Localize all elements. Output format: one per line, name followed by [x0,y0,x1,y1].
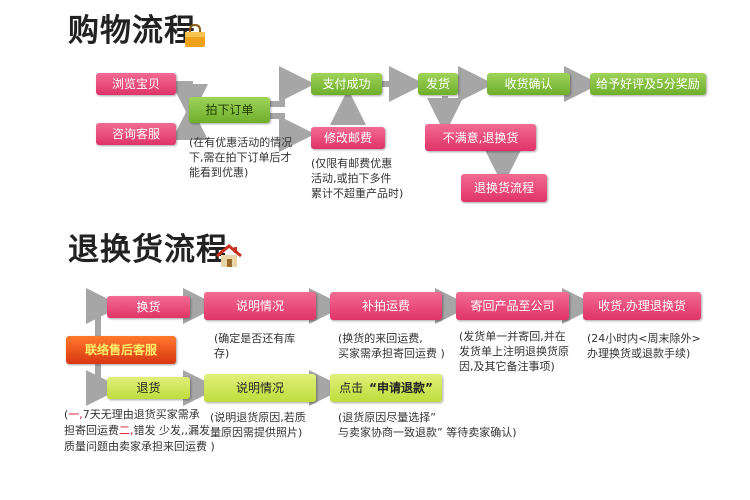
pay-shipping-note-line-2: 买家需承担寄回运费 ) [338,347,445,360]
browse-items-box: 浏览宝贝 [96,73,176,95]
unsatisfied-return-box: 不满意,退换货 [425,124,536,151]
explain-situation-box-1: 说明情况 [204,292,316,320]
receive-note-line-2: 办理换货或退款手续) [587,347,691,360]
refund-note: (一,7天无理由退货买家需承 担寄回运费二,错发 少发,,漏发 质量问题由卖家承… [64,407,215,455]
review-reward-box: 给予好评及5分奖励 [590,73,706,95]
shopping-bag-icon [185,24,205,47]
send-back-note-line-2: 发货单上注明退换货原 [459,345,569,358]
pay-shipping-note-line-1: (换货的来回运费, [338,332,423,345]
place-order-box: 拍下订单 [189,97,270,123]
explain1-note: (确定是否还有库 存) [214,331,295,361]
confirm-receipt-box: 收货确认 [487,73,570,95]
send-back-note-line-1: (发货单一并寄回,并在 [459,330,566,343]
explain1-note-line-2: 存) [214,347,230,360]
request-refund-note: (退货原因尽量选择” 与卖家协商一致退款” 等待卖家确认) [338,410,517,440]
postage-note-line-3: 累计不超重产品时) [311,187,404,200]
refund-note-num-2: 二, [119,424,134,437]
consult-service-box: 咨询客服 [96,123,176,145]
explain2-note: (说明退货原因,若质 量原因需提供照片) [210,410,306,440]
order-note-line-3: 能看到优惠) [189,166,249,179]
pay-shipping-box: 补拍运费 [330,292,442,320]
payment-success-box: 支付成功 [311,73,382,95]
order-note-line-2: 下,需在拍下订单后才 [189,151,292,164]
refund-note-text-2b: 错发 少发,,漏发 [133,424,211,437]
refund-note-num-1: 一, [68,408,83,421]
contact-aftersales-box: 联络售后客服 [66,336,176,364]
request-refund-box: 点击 “申请退款” [330,374,442,402]
postage-note: (仅限有邮费优惠 活动,或拍下多件 累计不超重产品时) [311,156,403,201]
ship-box: 发货 [418,73,458,95]
request-refund-prefix: 点击 [339,381,364,395]
request-refund-note-line-2: 与卖家协商一致退款” 等待卖家确认) [338,426,517,439]
refund-note-line-2: 担寄回运费二,错发 少发,,漏发 [64,423,215,439]
request-refund-note-line-1: (退货原因尽量选择” [338,411,436,424]
send-back-box: 寄回产品至公司 [456,292,569,320]
receive-process-box: 收货,办理退换货 [583,292,701,320]
explain-situation-box-2: 说明情况 [204,374,316,402]
refund-box: 退货 [107,377,190,399]
return-process-box: 退换货流程 [461,174,547,202]
order-note: (在有优惠活动的情况 下,需在拍下订单后才 能看到优惠) [189,135,292,180]
refund-note-line-3: 质量问题由卖家承担来回运费 ) [64,440,215,453]
house-icon [216,244,242,267]
postage-note-line-2: 活动,或拍下多件 [311,172,392,185]
return-process-title: 退换货流程 [68,232,228,268]
order-note-line-1: (在有优惠活动的情况 [189,136,293,149]
pay-shipping-note: (换货的来回运费, 买家需承担寄回运费 ) [338,331,445,361]
request-refund-main: “申请退款” [369,381,433,395]
refund-note-text-2a: 担寄回运费 [64,424,119,437]
refund-note-line-1: (一,7天无理由退货买家需承 [64,407,215,423]
explain2-note-line-2: 量原因需提供照片) [210,426,303,439]
refund-note-text-1: 7天无理由退货买家需承 [82,408,200,421]
exchange-box: 换货 [107,296,190,318]
explain1-note-line-1: (确定是否还有库 [214,332,296,345]
shopping-process-title: 购物流程 [68,13,196,49]
explain2-note-line-1: (说明退货原因,若质 [210,411,306,424]
send-back-note: (发货单一并寄回,并在 发货单上注明退换货原 因,及其它备注事项) [459,329,569,374]
receive-note-line-1: (24小时内<周末除外> [587,332,701,345]
postage-note-line-1: (仅限有邮费优惠 [311,157,393,170]
modify-postage-box: 修改邮费 [311,127,385,149]
refund-note-paren: ( [64,408,69,421]
send-back-note-line-3: 因,及其它备注事项) [459,360,555,373]
receive-note: (24小时内<周末除外> 办理换货或退款手续) [587,331,701,361]
